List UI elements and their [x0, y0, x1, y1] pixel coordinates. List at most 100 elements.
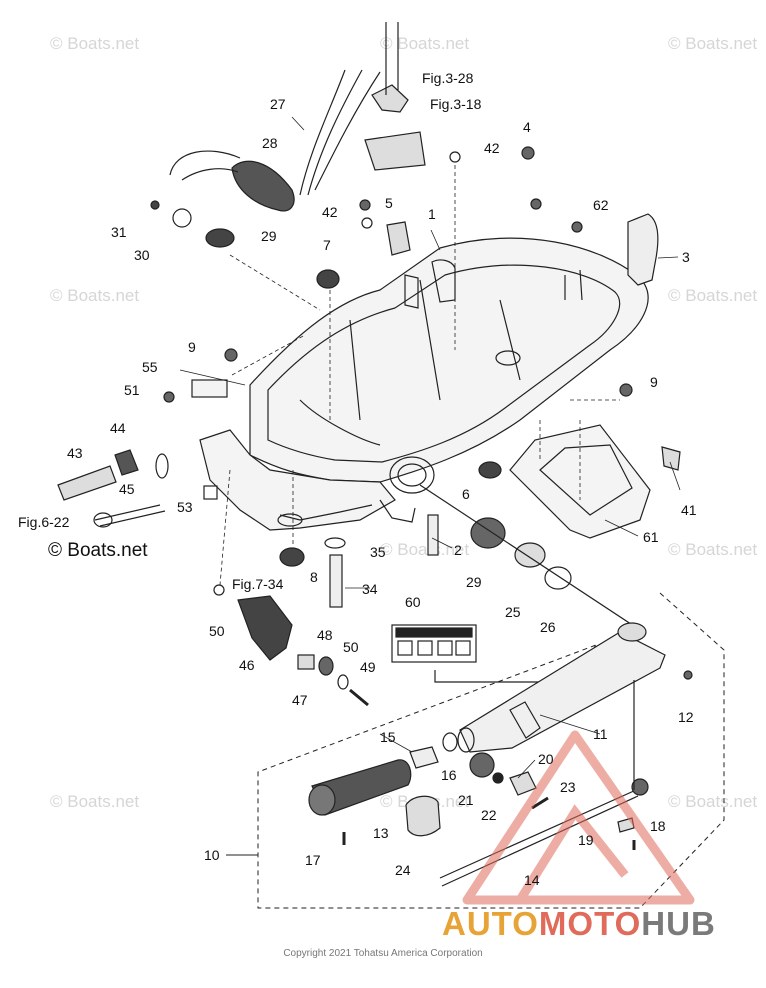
automotohub-logo-mark	[462, 730, 695, 905]
watermark: © Boats.net	[668, 540, 758, 559]
callout-48: 48	[317, 627, 333, 643]
cable-part-27	[299, 69, 381, 196]
callout-27: 27	[270, 96, 286, 112]
callout-18: 18	[650, 818, 666, 834]
callout-31: 31	[111, 224, 127, 240]
callout-14: 14	[524, 872, 540, 888]
collar-part-15	[409, 746, 439, 769]
figure-ref-3-18[interactable]: Fig.3-18	[430, 96, 482, 112]
callout-17: 17	[305, 852, 321, 868]
screw-part-51	[163, 391, 175, 403]
tiller-handle-part-11	[457, 622, 666, 753]
label-part-55	[191, 379, 228, 398]
knob-part-21	[469, 752, 495, 778]
brand-part-auto: AUTO	[442, 905, 539, 942]
callout-47: 47	[292, 692, 308, 708]
callout-42b: 42	[322, 204, 338, 220]
callout-7: 7	[323, 237, 331, 253]
figure-ref-3-28[interactable]: Fig.3-28	[422, 70, 474, 86]
seal-part-6	[478, 461, 502, 479]
clip-part-45	[155, 453, 169, 479]
callout-12: 12	[678, 709, 694, 725]
callout-21: 21	[458, 792, 474, 808]
cable-part-14	[439, 789, 639, 887]
callout-2: 2	[454, 542, 462, 558]
callout-8: 8	[310, 569, 318, 585]
watermark: © Boats.net	[668, 286, 758, 305]
callout-15: 15	[380, 729, 396, 745]
callout-4: 4	[523, 119, 531, 135]
seal-part-7	[316, 269, 340, 289]
plate-part-53	[203, 485, 218, 500]
callout-5: 5	[385, 195, 393, 211]
callout-55: 55	[142, 359, 158, 375]
callout-44: 44	[110, 420, 126, 436]
seal-part-29	[205, 228, 235, 248]
bolt-part-34	[329, 554, 343, 608]
automotohub-logo-text: AUTOMOTOHUB	[442, 905, 716, 943]
callout-19: 19	[578, 832, 594, 848]
washer-part-48	[318, 656, 334, 676]
watermark: © Boats.net	[380, 540, 470, 559]
ring-part-16	[442, 732, 458, 752]
callout-50a: 50	[209, 623, 225, 639]
figure-ref-6-22[interactable]: Fig.6-22	[18, 514, 70, 530]
ring-part-26	[544, 566, 572, 590]
lever-part-46	[237, 595, 293, 661]
callout-11: 11	[593, 726, 608, 742]
callout-60: 60	[405, 594, 421, 610]
screw-part-23	[531, 796, 549, 810]
watermark: © Boats.net	[50, 34, 140, 53]
callout-29b: 29	[466, 574, 482, 590]
watermark: © Boats.net	[50, 286, 140, 305]
callout-61: 61	[643, 529, 659, 545]
callout-62: 62	[593, 197, 609, 213]
callout-6: 6	[462, 486, 470, 502]
warning-label-part-60	[391, 624, 477, 663]
grommet-part-44	[114, 449, 139, 476]
callout-1: 1	[428, 206, 436, 222]
washer-part-25	[514, 542, 546, 568]
plug-part-43	[57, 465, 117, 501]
boats-net-watermark: © Boats.net	[48, 540, 148, 561]
callout-13: 13	[373, 825, 389, 841]
callout-23: 23	[560, 779, 576, 795]
copyright-notice: Copyright 2021 Tohatsu America Corporati…	[283, 948, 483, 959]
callout-30: 30	[134, 247, 150, 263]
figure-ref-7-34[interactable]: Fig.7-34	[232, 576, 284, 592]
washer-part-35	[324, 537, 346, 549]
seal-part-8	[279, 547, 305, 567]
callout-45: 45	[119, 481, 135, 497]
callout-25: 25	[505, 604, 521, 620]
screw-part-49	[349, 688, 369, 707]
screw-part-9	[224, 348, 238, 362]
callout-35: 35	[370, 544, 386, 560]
callout-24: 24	[395, 862, 411, 878]
plate-part-30	[172, 208, 192, 228]
callout-16: 16	[441, 767, 457, 783]
callout-22: 22	[481, 807, 497, 823]
bolt-part-62	[530, 198, 542, 210]
callout-10: 10	[204, 847, 220, 863]
bolt-part-4	[521, 146, 535, 160]
grip-part-13	[308, 759, 412, 816]
watermark: © Boats.net	[50, 792, 140, 811]
sleeve-part-24	[405, 795, 441, 837]
callout-46: 46	[239, 657, 255, 673]
callout-20: 20	[538, 751, 554, 767]
callout-34: 34	[362, 581, 378, 597]
callout-53: 53	[177, 499, 193, 515]
bracket-part-3	[627, 213, 659, 286]
lower-cowl-arm	[199, 429, 416, 531]
watermark: © Boats.net	[668, 34, 758, 53]
brand-part-hub: HUB	[641, 905, 716, 942]
brand-part-moto: MOTO	[538, 905, 642, 942]
grommet-part-28	[231, 160, 295, 212]
assembly-frame	[257, 592, 725, 909]
nut-part-22	[492, 772, 504, 784]
washer-part-50	[213, 584, 225, 596]
tray-part-61	[509, 424, 651, 539]
bushing-part-5	[386, 221, 411, 256]
